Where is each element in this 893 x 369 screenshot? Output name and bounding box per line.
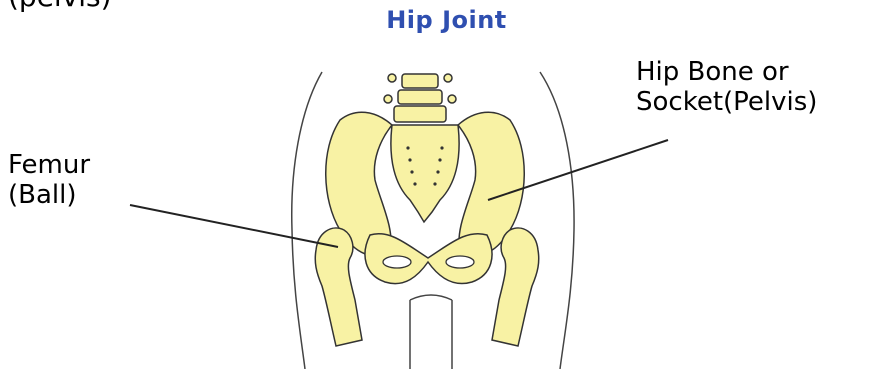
leg-gap-outline: [410, 295, 452, 369]
hipbone-label-line2: Socket(Pelvis): [636, 87, 817, 117]
left-obturator-foramen: [383, 256, 411, 268]
body-outline-right: [540, 72, 574, 369]
spine-vertebrae: [384, 74, 456, 122]
right-obturator-foramen: [446, 256, 474, 268]
hipbone-label: Hip Bone or Socket(Pelvis): [636, 57, 817, 117]
pubic-arch: [365, 234, 492, 284]
femur-label: Femur (Ball): [8, 150, 90, 210]
sacrum: [391, 125, 459, 222]
hipbone-label-line1: Hip Bone or: [636, 57, 817, 87]
femur-pointer-line: [130, 205, 338, 247]
right-femur: [492, 228, 539, 346]
femur-label-line1: Femur: [8, 150, 90, 180]
femur-label-line2: (Ball): [8, 180, 90, 210]
body-outline-left: [292, 72, 322, 369]
